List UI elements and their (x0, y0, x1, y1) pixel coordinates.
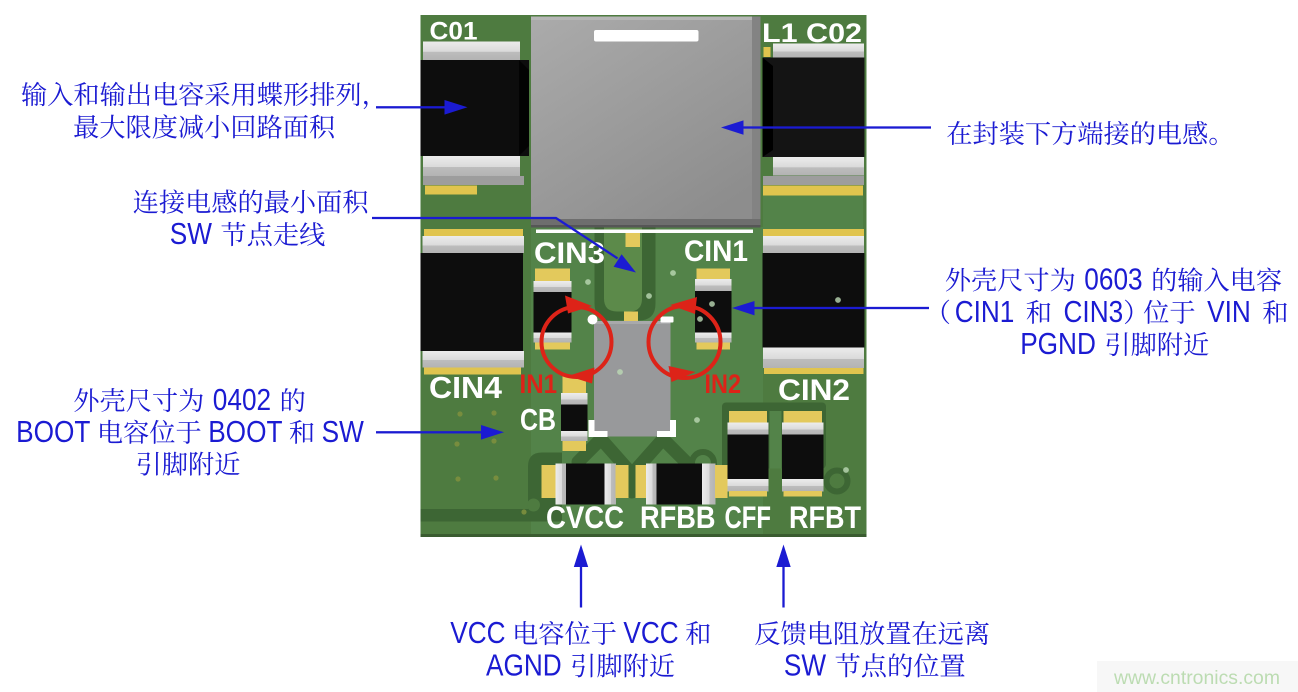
svg-text:www.cntronics.com: www.cntronics.com (1113, 667, 1280, 689)
svg-text:0603: 0603 (1084, 263, 1142, 297)
svg-text:CIN4: CIN4 (429, 371, 502, 405)
svg-text:VIN: VIN (1207, 295, 1251, 329)
svg-text:PGND: PGND (1020, 327, 1096, 361)
svg-text:VCC: VCC (450, 616, 505, 650)
svg-text:AGND: AGND (486, 648, 562, 682)
svg-text:SW: SW (322, 415, 364, 449)
svg-text:IN2: IN2 (705, 369, 742, 399)
svg-text:RFBB: RFBB (640, 499, 716, 535)
svg-text:C01: C01 (430, 18, 478, 46)
svg-text:SW: SW (170, 217, 212, 251)
svg-text:CB: CB (520, 403, 556, 437)
svg-text:IN1: IN1 (520, 369, 558, 399)
svg-text:CIN1: CIN1 (684, 235, 748, 268)
svg-text:CIN3: CIN3 (1064, 295, 1124, 329)
svg-text:CVCC: CVCC (546, 499, 624, 535)
svg-text:RFBT: RFBT (789, 499, 861, 535)
svg-text:BOOT: BOOT (208, 415, 282, 449)
svg-text:CIN1: CIN1 (955, 295, 1015, 329)
svg-text:CFF: CFF (725, 499, 772, 535)
svg-text:L1 C02: L1 C02 (762, 18, 862, 48)
svg-text:CIN2: CIN2 (778, 374, 850, 407)
svg-text:BOOT: BOOT (16, 415, 90, 449)
svg-text:0402: 0402 (213, 383, 271, 417)
svg-text:SW: SW (784, 648, 826, 682)
svg-text:VCC: VCC (623, 616, 678, 650)
